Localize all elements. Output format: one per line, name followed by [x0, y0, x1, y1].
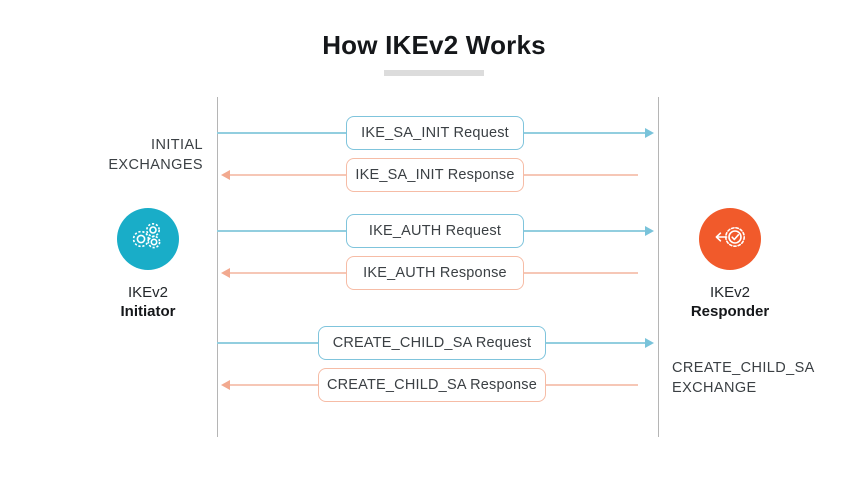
phase-label-create-child-sa-exchange: CREATE_CHILD_SA EXCHANGE — [672, 360, 815, 396]
arrowhead-right-icon — [645, 338, 654, 348]
gears-icon — [130, 219, 166, 260]
response-arrow-line-right — [546, 384, 638, 386]
request-arrow-line-right — [546, 342, 645, 344]
request-arrow-line-left — [217, 230, 346, 232]
responder-role-label: Responder — [690, 303, 770, 320]
initiator-badge — [117, 208, 179, 270]
response-arrow-line-left — [230, 272, 346, 274]
responder-badge — [699, 208, 761, 270]
arrowhead-right-icon — [645, 226, 654, 236]
responder-lifeline — [658, 97, 659, 437]
gear-check-arrow-icon — [711, 219, 749, 260]
message-label-box[interactable]: CREATE_CHILD_SA Response — [318, 368, 546, 402]
page-title: How IKEv2 Works — [322, 30, 546, 60]
message-label-box[interactable]: CREATE_CHILD_SA Request — [318, 326, 546, 360]
request-arrow-line-right — [524, 230, 645, 232]
response-arrow-line-left — [230, 384, 318, 386]
endpoint-initiator: IKEv2 Initiator — [68, 208, 228, 322]
request-arrow-line-right — [524, 132, 645, 134]
initiator-protocol-label: IKEv2 — [127, 284, 169, 301]
phase-label-initial-exchanges: INITIAL EXCHANGES — [108, 137, 203, 173]
responder-protocol-label: IKEv2 — [709, 284, 751, 301]
request-arrow-line-left — [217, 132, 346, 134]
arrowhead-left-icon — [221, 170, 230, 180]
arrowhead-right-icon — [645, 128, 654, 138]
initiator-role-label: Initiator — [120, 303, 176, 320]
message-label-box[interactable]: IKE_SA_INIT Response — [346, 158, 524, 192]
initiator-lifeline — [217, 97, 218, 437]
title-underline-rule — [384, 70, 484, 76]
message-label-box[interactable]: IKE_AUTH Request — [346, 214, 524, 248]
response-arrow-line-right — [524, 272, 638, 274]
endpoint-responder: IKEv2 Responder — [650, 208, 810, 322]
response-arrow-line-left — [230, 174, 346, 176]
arrowhead-left-icon — [221, 268, 230, 278]
message-label-box[interactable]: IKE_SA_INIT Request — [346, 116, 524, 150]
arrowhead-left-icon — [221, 380, 230, 390]
message-label-box[interactable]: IKE_AUTH Response — [346, 256, 524, 290]
request-arrow-line-left — [217, 342, 318, 344]
response-arrow-line-right — [524, 174, 638, 176]
